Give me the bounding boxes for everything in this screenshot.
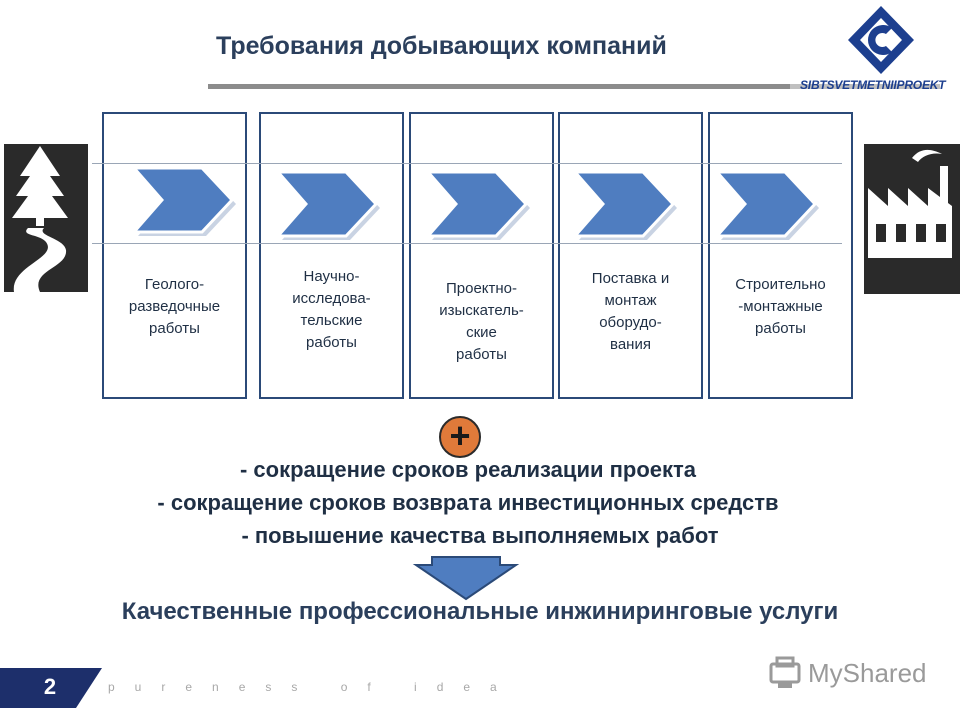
chevron-icon bbox=[426, 172, 530, 240]
title-divider-end bbox=[790, 84, 940, 89]
arrow-down-icon bbox=[412, 556, 520, 601]
chevron-icon bbox=[573, 172, 677, 240]
guide-line-bottom bbox=[92, 243, 842, 244]
footer-slogan: pureness of idea bbox=[108, 680, 517, 694]
chevron-icon bbox=[276, 172, 380, 240]
factory-icon bbox=[862, 138, 960, 296]
benefit-item: - сокращение сроков реализации проекта bbox=[239, 457, 697, 482]
result-statement: Качественные профессиональные инжиниринг… bbox=[121, 598, 839, 625]
benefit-item: - сокращение сроков возврата инвестицион… bbox=[157, 490, 779, 515]
chevron-icon bbox=[715, 172, 819, 240]
page-number-badge bbox=[0, 668, 102, 708]
watermark-text: MyShared bbox=[808, 658, 927, 688]
chevron-icon bbox=[132, 168, 236, 236]
company-logo-icon bbox=[848, 6, 914, 74]
page-title: Требования добывающих компаний bbox=[216, 32, 667, 60]
benefit-item: - повышение качества выполняемых работ bbox=[241, 523, 719, 548]
company-logo-text: SIBTSVETMETNIIPROEKT bbox=[800, 78, 946, 92]
forest-road-icon bbox=[0, 138, 90, 296]
title-divider bbox=[208, 84, 790, 89]
watermark-logo-icon bbox=[769, 656, 801, 688]
plus-icon: + bbox=[439, 416, 481, 458]
guide-line-top bbox=[92, 163, 842, 164]
page-number: 2 bbox=[43, 674, 57, 699]
